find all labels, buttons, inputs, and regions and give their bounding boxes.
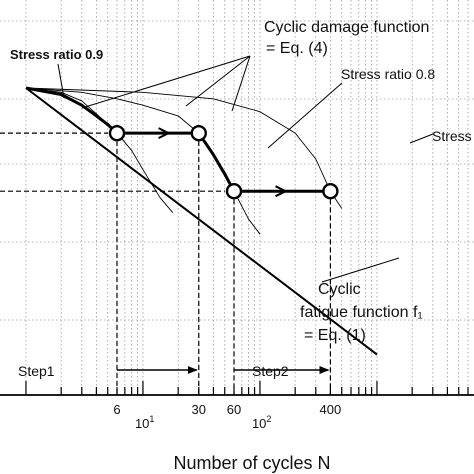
x-tick-label: 6 <box>113 402 120 417</box>
stress-ratio-other-label: Stress <box>432 128 472 144</box>
leader-stress-08 <box>267 82 343 149</box>
x-tick-label: 400 <box>320 402 342 417</box>
x-axis: 6 101 30 60 102 400 <box>0 381 474 431</box>
path-arrow <box>158 127 171 140</box>
state-marker <box>225 182 243 200</box>
state-marker <box>190 124 207 142</box>
annotations: Cyclic damage function = Eq. (4) Stress … <box>10 19 472 379</box>
x-tick-label: 101 <box>135 414 154 431</box>
cyclic-damage-label-1: Cyclic damage function <box>264 19 429 36</box>
stress-ratio-08-label: Stress ratio 0.8 <box>341 66 435 82</box>
markers <box>108 124 339 200</box>
step1-label: Step1 <box>18 363 55 379</box>
step2-label: Step2 <box>252 363 289 379</box>
leader-stress-09 <box>57 63 65 99</box>
x-tick-label: 60 <box>227 402 241 417</box>
x-tick-label: 30 <box>192 402 206 417</box>
state-marker <box>108 124 126 142</box>
series-fatigue <box>25 87 378 356</box>
series-damage-0.9 <box>25 87 174 213</box>
leader-damage-a <box>81 55 251 109</box>
x-tick-label: 102 <box>252 414 271 431</box>
cyclic-fatigue-label-1: Cyclic <box>318 281 361 298</box>
cyclic-fatigue-label-2: fatigue function f₁ <box>300 304 423 321</box>
path-arrow <box>275 185 288 198</box>
stress-ratio-09-label: Stress ratio 0.9 <box>10 47 103 62</box>
leader-damage-b <box>185 55 251 107</box>
cyclic-damage-label-2: = Eq. (4) <box>266 40 328 57</box>
leader-fatigue <box>321 257 400 283</box>
state-marker <box>322 182 339 200</box>
series-path <box>25 86 331 193</box>
drop-lines <box>0 132 331 395</box>
leader-stress-other <box>409 133 434 144</box>
cyclic-fatigue-label-3: = Eq. (1) <box>304 327 366 344</box>
x-axis-label: Number of cycles N <box>173 453 330 473</box>
grid <box>0 0 474 395</box>
leader-damage-c <box>231 55 251 112</box>
